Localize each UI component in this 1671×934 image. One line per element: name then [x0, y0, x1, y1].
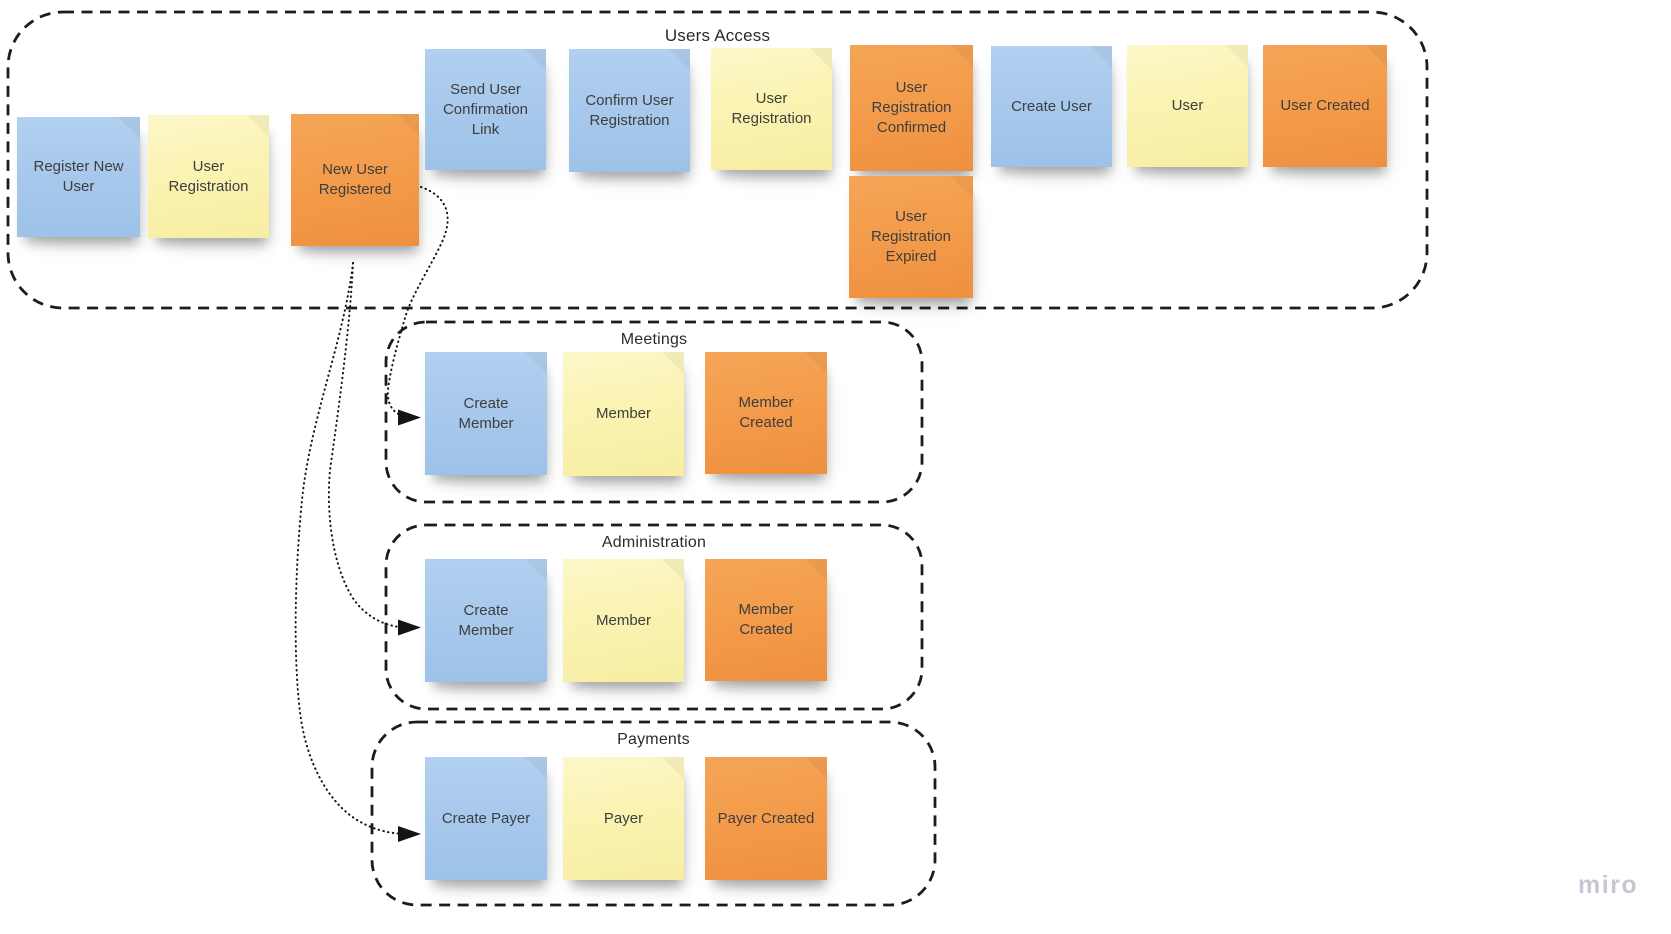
- note-user[interactable]: User: [1127, 45, 1248, 167]
- connector-new-user-to-administration[interactable]: [327, 262, 400, 628]
- connector-new-user-to-meetings[interactable]: [386, 186, 449, 416]
- note-register-new-user[interactable]: Register New User: [17, 117, 140, 237]
- arrowhead-administration: [398, 619, 421, 636]
- note-create-user[interactable]: Create User: [991, 46, 1112, 167]
- note-user-created[interactable]: User Created: [1263, 45, 1387, 167]
- note-confirm-user-registration[interactable]: Confirm User Registration: [569, 49, 690, 172]
- frame-meetings[interactable]: [384, 320, 924, 504]
- note-payments-payer[interactable]: Payer: [563, 757, 684, 880]
- note-send-user-confirmation-link[interactable]: Send User Confirmation Link: [425, 49, 546, 170]
- connector-new-user-to-payments[interactable]: [294, 262, 399, 835]
- frame-administration[interactable]: [384, 523, 924, 711]
- note-user-registration-expired[interactable]: User Registration Expired: [849, 176, 973, 298]
- arrowhead-meetings: [398, 409, 421, 426]
- frame-users-access[interactable]: [6, 10, 1429, 310]
- miro-watermark: miro: [1578, 871, 1639, 899]
- note-meetings-create-member[interactable]: Create Member: [425, 352, 547, 475]
- note-user-registration-confirmed[interactable]: User Registration Confirmed: [850, 45, 973, 171]
- frame-title-meetings: Meetings: [620, 331, 688, 348]
- note-administration-member[interactable]: Member: [563, 559, 684, 682]
- frame-title-payments: Payments: [617, 731, 690, 748]
- frame-title-users-access: Users Access: [664, 26, 771, 45]
- note-administration-member-created[interactable]: Member Created: [705, 559, 827, 681]
- note-new-user-registered[interactable]: New User Registered: [291, 114, 419, 246]
- note-meetings-member[interactable]: Member: [563, 352, 684, 476]
- note-meetings-member-created[interactable]: Member Created: [705, 352, 827, 474]
- frame-payments[interactable]: [370, 720, 937, 907]
- note-user-registration-2[interactable]: User Registration: [711, 48, 832, 170]
- note-user-registration-1[interactable]: User Registration: [148, 115, 269, 238]
- frame-title-administration: Administration: [601, 534, 707, 551]
- note-administration-create-member[interactable]: Create Member: [425, 559, 547, 682]
- note-payments-create-payer[interactable]: Create Payer: [425, 757, 547, 880]
- arrowhead-payments: [398, 826, 421, 842]
- note-payments-payer-created[interactable]: Payer Created: [705, 757, 827, 880]
